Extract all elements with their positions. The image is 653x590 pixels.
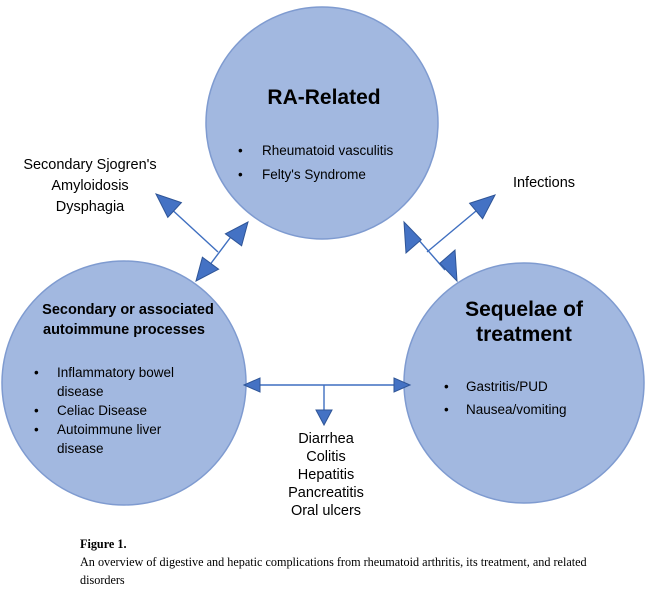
pancreatitis-label: Pancreatitis	[288, 485, 364, 501]
sjogren-label: Secondary Sjogren's	[23, 157, 156, 173]
circle-ra-related	[205, 6, 439, 240]
arrowhead-left	[242, 377, 261, 393]
hepatitis-label: Hepatitis	[298, 467, 354, 483]
oral-ulcers-label: Oral ulcers	[291, 503, 361, 519]
secondary-item-3-line-1: Autoimmune liver	[57, 422, 162, 437]
dysphagia-label: Dysphagia	[56, 199, 125, 215]
secondary-title-line-1: Secondary or associated	[42, 302, 214, 318]
arrowheads	[155, 193, 497, 427]
arrowhead-to-ra-left	[224, 221, 249, 247]
sequelae-title-line-1: Sequelae of	[465, 298, 584, 321]
arrowhead-to-sjogren	[155, 193, 183, 219]
infections-label: Infections	[513, 175, 575, 191]
sequelae-bullet-1: •	[444, 379, 449, 394]
sequelae-title-line-2: treatment	[476, 323, 572, 346]
figure-caption: Figure 1. An overview of digestive and h…	[80, 535, 640, 589]
ra-item-2: Felty's Syndrome	[262, 167, 366, 182]
arrowhead-right	[393, 377, 412, 393]
secondary-item-2: Celiac Disease	[57, 403, 147, 418]
diarrhea-label: Diarrhea	[298, 431, 355, 447]
arrowhead-down	[315, 409, 333, 427]
amyloidosis-label: Amyloidosis	[51, 178, 128, 194]
sequelae-item-1: Gastritis/PUD	[466, 379, 548, 394]
figure-label: Figure 1.	[80, 537, 127, 551]
secondary-bullet-1: •	[34, 365, 39, 380]
ra-related-title: RA-Related	[267, 86, 380, 109]
arrowhead-to-infections	[468, 194, 497, 220]
circle-secondary-autoimmune	[1, 260, 247, 506]
ra-bullet-1: •	[238, 143, 243, 158]
figure-description: An overview of digestive and hepatic com…	[80, 555, 587, 587]
ra-bullet-2: •	[238, 167, 243, 182]
secondary-item-3-line-2: disease	[57, 441, 104, 456]
arrowhead-to-secondary	[195, 256, 220, 282]
secondary-bullet-2: •	[34, 403, 39, 418]
sequelae-item-2: Nausea/vomiting	[466, 402, 567, 417]
ra-item-1: Rheumatoid vasculitis	[262, 143, 394, 158]
colitis-label: Colitis	[306, 449, 345, 465]
secondary-title-line-2: autoimmune processes	[43, 322, 205, 338]
arrowhead-to-sequelae	[439, 249, 458, 283]
connector-infections	[426, 205, 483, 253]
secondary-bullet-3: •	[34, 422, 39, 437]
secondary-item-1-line-2: disease	[57, 384, 104, 399]
sequelae-bullet-2: •	[444, 402, 449, 417]
secondary-item-1-line-1: Inflammatory bowel	[57, 365, 174, 380]
arrowhead-to-ra-right	[403, 220, 422, 254]
diagram: RA-Related • Rheumatoid vasculitis • Fel…	[1, 6, 645, 519]
connector-sjogren	[167, 205, 219, 253]
